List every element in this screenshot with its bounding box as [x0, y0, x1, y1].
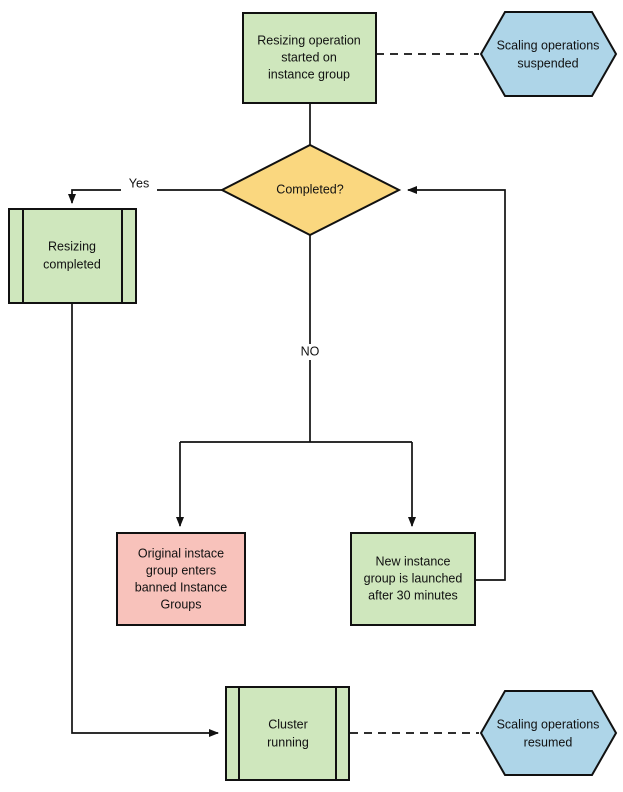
- resizing-started-line-3: instance group: [268, 67, 350, 81]
- cluster-running-line-1: Cluster: [268, 717, 308, 731]
- node-new-group-launched[interactable]: New instance group is launched after 30 …: [350, 532, 476, 626]
- resizing-started-box[interactable]: [242, 12, 377, 104]
- cluster-running-line-2: running: [267, 735, 309, 749]
- completed-decision-label: Completed?: [276, 182, 343, 196]
- yes-label-backdrop: [121, 176, 157, 192]
- scaling-resumed-hexagon[interactable]: [479, 690, 618, 776]
- edge-resizing-completed-to-cluster: [71, 303, 219, 737]
- cluster-running-box[interactable]: [225, 686, 350, 781]
- scaling-suspended-line-2: suspended: [517, 56, 578, 70]
- original-banned-line-2: group enters: [146, 563, 216, 577]
- resizing-completed-line-2: completed: [43, 257, 101, 271]
- node-resizing-completed[interactable]: Resizing completed: [8, 208, 137, 304]
- resizing-completed-box[interactable]: [8, 208, 137, 304]
- resizing-started-line-1: Resizing operation: [257, 33, 361, 47]
- node-scaling-resumed[interactable]: Scaling operations resumed: [479, 690, 618, 776]
- no-label-backdrop: [292, 344, 328, 360]
- new-group-line-3: after 30 minutes: [368, 588, 458, 602]
- edge-label-yes: Yes: [129, 176, 149, 190]
- new-group-launched-box[interactable]: [350, 532, 476, 626]
- completed-decision-diamond[interactable]: [219, 143, 402, 237]
- resizing-started-line-2: started on: [281, 50, 337, 64]
- scaling-resumed-line-1: Scaling operations: [497, 717, 600, 731]
- scaling-suspended-hexagon[interactable]: [479, 11, 618, 97]
- new-group-line-1: New instance: [375, 554, 450, 568]
- edge-new-group-back-to-decision: [407, 186, 506, 581]
- resizing-completed-line-1: Resizing: [48, 239, 96, 253]
- node-scaling-suspended[interactable]: Scaling operations suspended: [479, 11, 618, 97]
- original-banned-line-3: banned Instance: [135, 580, 227, 594]
- node-cluster-running[interactable]: Cluster running: [225, 686, 350, 781]
- edge-decision-yes: [68, 189, 224, 204]
- original-banned-line-4: Groups: [161, 597, 202, 611]
- edge-label-no: NO: [301, 344, 320, 358]
- node-resizing-started[interactable]: Resizing operation started on instance g…: [242, 12, 377, 104]
- scaling-resumed-line-2: resumed: [524, 735, 573, 749]
- scaling-suspended-line-1: Scaling operations: [497, 38, 600, 52]
- original-group-banned-box[interactable]: [116, 532, 246, 626]
- node-original-group-banned[interactable]: Original instace group enters banned Ins…: [116, 532, 246, 626]
- new-group-line-2: group is launched: [364, 571, 463, 585]
- node-completed-decision[interactable]: Completed?: [219, 143, 402, 237]
- original-banned-line-1: Original instace: [138, 546, 224, 560]
